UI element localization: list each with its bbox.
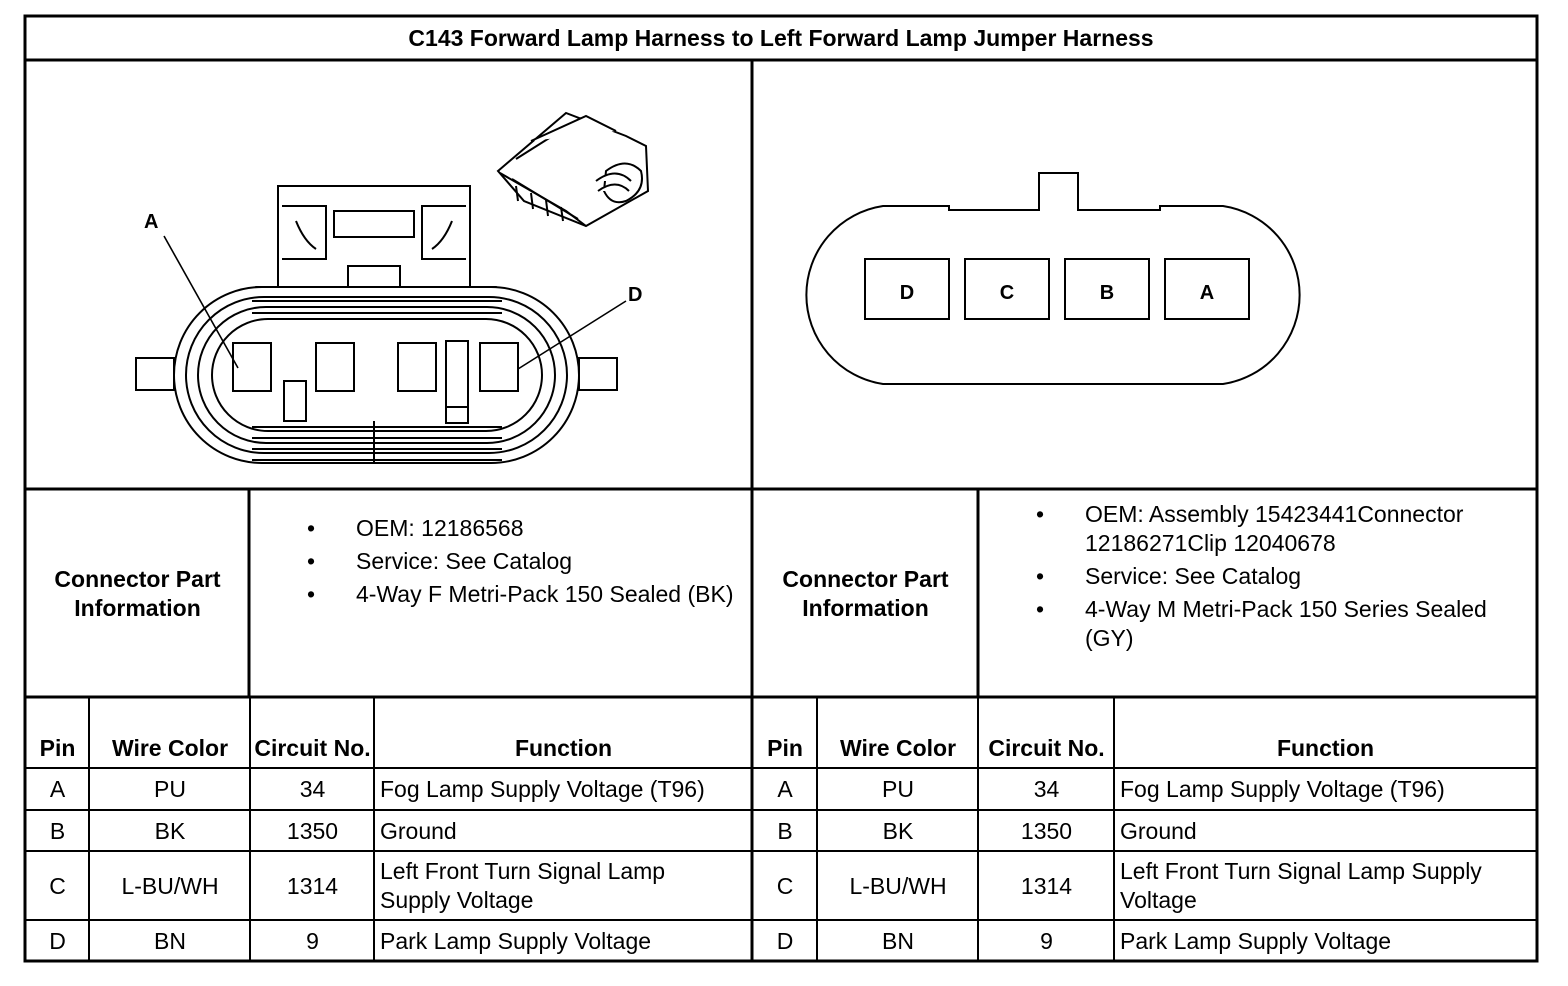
cavity-d-label: D xyxy=(900,282,914,304)
pin-cell: D xyxy=(776,927,794,954)
function-cell: Ground xyxy=(380,817,457,844)
wire-color-cell: PU xyxy=(882,776,914,802)
header-pin-right: Pin xyxy=(767,735,803,761)
pin-cell: C xyxy=(776,872,794,899)
function-cell: Park Lamp Supply Voltage xyxy=(380,927,652,954)
wire-color-cell: BK xyxy=(154,817,186,844)
right-info-cell: OEM: Assembly 15423441Connector 12186271… xyxy=(980,500,1536,657)
function-cell: Fog Lamp Supply Voltage (T96) xyxy=(380,776,705,802)
pin-cell: D xyxy=(49,927,66,954)
function-cell: Ground xyxy=(1120,817,1197,844)
cavity-c-label: C xyxy=(1000,282,1014,304)
circuit-cell: 1350 xyxy=(1020,817,1073,844)
function-cell: Park Lamp Supply Voltage xyxy=(1120,927,1392,954)
wire-color-cell: BN xyxy=(882,927,914,954)
callout-a-label: A xyxy=(144,211,158,233)
cavity-b-label: B xyxy=(1100,282,1114,304)
left-info-service: Service: See Catalog xyxy=(251,547,750,576)
left-info-label: Connector Part Information xyxy=(54,565,221,621)
wire-color-cell: L-BU/WH xyxy=(121,872,219,899)
header-pin-left: Pin xyxy=(39,735,76,761)
circuit-cell: 34 xyxy=(1033,776,1060,802)
right-info-list: OEM: Assembly 15423441Connector 12186271… xyxy=(980,500,1536,653)
wire-color-cell: L-BU/WH xyxy=(849,872,947,899)
wire-color-cell: BN xyxy=(154,927,186,954)
right-info-service: Service: See Catalog xyxy=(980,562,1536,591)
right-connector-drawing: D C B A xyxy=(805,172,1301,385)
connector-iso-sketch xyxy=(496,111,650,457)
left-info-cell: OEM: 12186568 Service: See Catalog 4-Way… xyxy=(251,514,750,613)
circuit-cell: 9 xyxy=(1040,927,1053,954)
left-info-oem: OEM: 12186568 xyxy=(251,514,750,543)
right-info-description: 4-Way M Metri-Pack 150 Series Sealed (GY… xyxy=(980,595,1536,653)
circuit-cell: 1350 xyxy=(286,817,339,844)
function-cell: Left Front Turn Signal Lamp Supply Volta… xyxy=(1120,858,1482,913)
pin-cell: C xyxy=(49,872,66,899)
circuit-cell: 1314 xyxy=(1020,872,1073,899)
left-info-list: OEM: 12186568 Service: See Catalog 4-Way… xyxy=(251,514,750,609)
pin-cell: B xyxy=(49,817,66,844)
page-title: C143 Forward Lamp Harness to Left Forwar… xyxy=(408,24,1154,51)
pin-cell: B xyxy=(777,817,793,844)
pin-cell: A xyxy=(49,776,66,802)
wire-color-cell: BK xyxy=(882,817,914,844)
header-function-left: Function xyxy=(514,735,613,761)
header-function-right: Function xyxy=(1276,735,1375,761)
cavity-a-label: A xyxy=(1200,282,1214,304)
circuit-cell: 1314 xyxy=(286,872,339,899)
circuit-cell: 9 xyxy=(306,927,319,954)
left-info-description: 4-Way F Metri-Pack 150 Sealed (BK) xyxy=(251,580,750,609)
header-wire-color-left: Wire Color xyxy=(111,735,229,761)
callout-d-label: D xyxy=(628,284,642,306)
header-circuit-right: Circuit No. xyxy=(988,735,1105,761)
wire-color-cell: PU xyxy=(154,776,186,802)
header-wire-color-right: Wire Color xyxy=(839,735,957,761)
header-circuit-left: Circuit No. xyxy=(254,735,371,761)
function-cell: Left Front Turn Signal Lamp Supply Volta… xyxy=(380,858,666,913)
left-connector-drawing: A D xyxy=(135,111,650,464)
right-info-oem: OEM: Assembly 15423441Connector 12186271… xyxy=(980,500,1536,558)
pin-cell: A xyxy=(777,776,793,802)
circuit-cell: 34 xyxy=(299,776,326,802)
function-cell: Fog Lamp Supply Voltage (T96) xyxy=(1120,776,1445,802)
right-info-label: Connector Part Information xyxy=(782,565,949,621)
